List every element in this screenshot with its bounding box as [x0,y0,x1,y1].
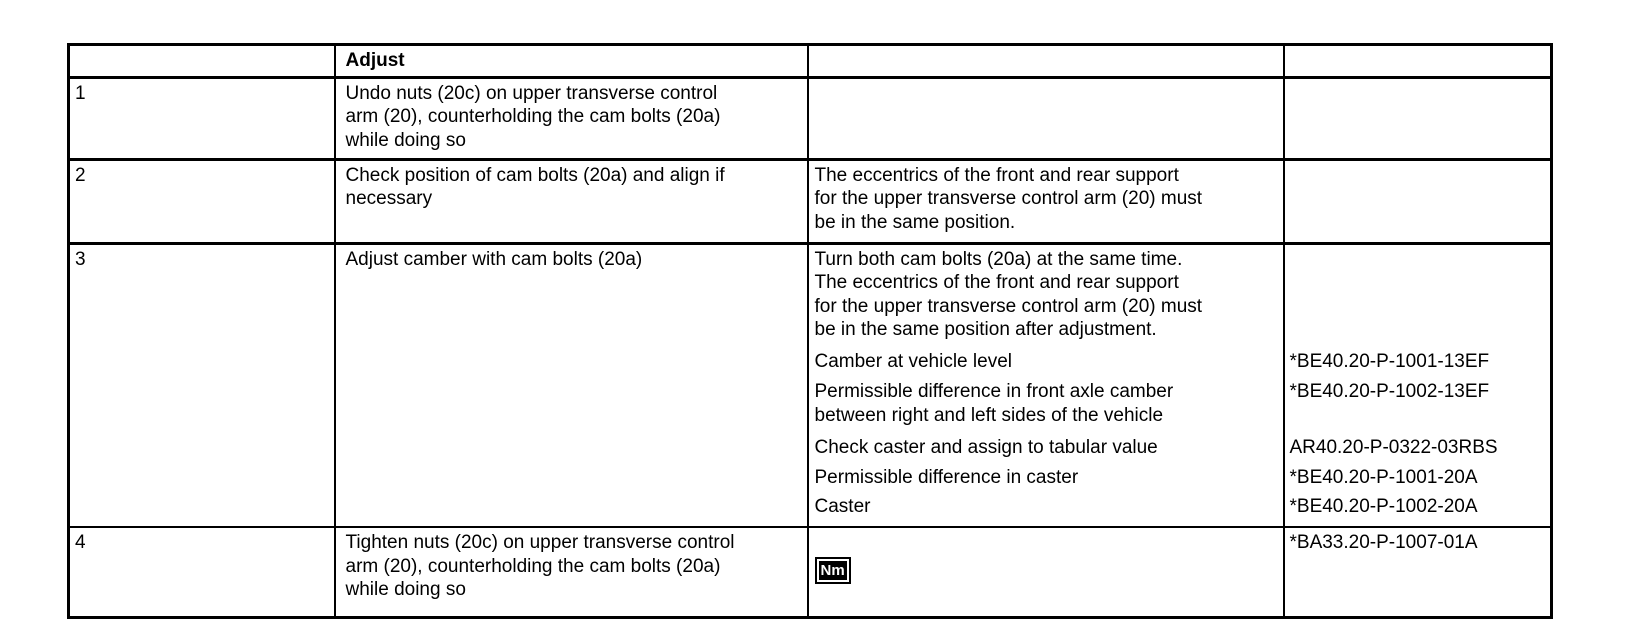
detail-cell: Permissible difference in front axle cam… [806,377,1284,433]
table-header-row: Adjust [67,44,1552,77]
detail-cell: Camber at vehicle level [806,347,1284,377]
instruction-cell: Tighten nuts (20c) on upper transverse c… [333,526,808,617]
detail-cell: Turn both cam bolts (20a) at the same ti… [806,241,1284,347]
table-subrow: Check caster and assign to tabular value… [69,433,1552,463]
detail-cell: Permissible difference in caster [806,462,1284,492]
code-cell: *BE40.20-P-1002-20A [1282,492,1552,527]
table-subrow: Caster *BE40.20-P-1002-20A [69,492,1552,527]
detail-cell: The eccentrics of the front and rear sup… [806,157,1284,243]
torque-nm-icon: Nm [814,556,851,584]
code-cell: *BE40.20-P-1001-13EF [1282,347,1552,377]
torque-nm-icon-label: Nm [818,560,847,580]
detail-cell: Nm [806,526,1284,617]
detail-cell [806,75,1284,159]
step-number-cell: 2 [67,157,335,243]
code-cell: *BE40.20-P-1001-20A [1282,462,1552,492]
code-cell [1282,241,1552,347]
header-adjust-cell: Adjust [333,44,808,77]
detail-cell: Caster [806,492,1284,527]
table-subrow: Camber at vehicle level *BE40.20-P-1001-… [69,347,1552,377]
code-cell [1282,75,1552,159]
table-row: 2 Check position of cam bolts (20a) and … [67,157,1552,243]
step-number-cell: 4 [67,526,335,617]
header-code-cell [1282,44,1552,77]
table-row: 3 Adjust camber with cam bolts (20a) Tur… [67,241,1552,527]
code-cell: AR40.20-P-0322-03RBS [1282,433,1552,463]
code-cell: *BA33.20-P-1007-01A [1282,526,1552,617]
table-row: 4 Tighten nuts (20c) on upper transverse… [67,526,1552,617]
detail-cell: Check caster and assign to tabular value [806,433,1284,463]
code-cell [1282,157,1552,243]
instruction-cell: Undo nuts (20c) on upper transverse cont… [333,75,808,159]
table-subrow: Permissible difference in front axle cam… [69,377,1552,433]
step-number-cell: 3 [67,241,335,527]
header-detail-cell [806,44,1284,77]
procedure-table: Adjust 1 Undo nuts (20c) on upper transv… [67,43,1553,619]
step-number-cell: 1 [67,75,335,159]
table-row: 1 Undo nuts (20c) on upper transverse co… [67,75,1552,159]
instruction-cell: Adjust camber with cam bolts (20a) [333,241,808,527]
instruction-cell: Check position of cam bolts (20a) and al… [333,157,808,243]
header-step-cell [67,44,335,77]
code-cell: *BE40.20-P-1002-13EF [1282,377,1552,433]
table-subrow: Permissible difference in caster *BE40.2… [69,462,1552,492]
